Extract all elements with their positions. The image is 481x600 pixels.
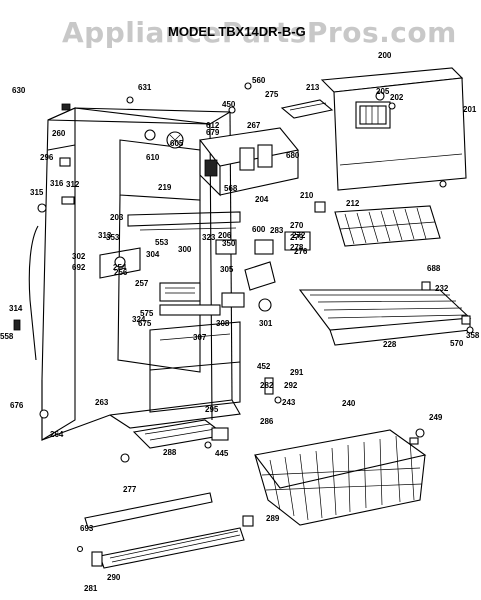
part-label-232: 232 — [435, 284, 449, 293]
part-label-267: 267 — [247, 121, 261, 130]
part-label-316: 316 — [50, 179, 64, 188]
part-label-610: 610 — [146, 153, 160, 162]
part-label-612: 612 — [206, 121, 220, 130]
part-label-213: 213 — [306, 83, 320, 92]
model-title: MODEL TBX14DR-B-G — [168, 24, 306, 39]
part-label-290: 290 — [107, 573, 121, 582]
part-number-labels: 200 201 202 203 204 205 206 210 212 213 219 228 232 2… — [0, 51, 480, 593]
part-label-278: 278 — [290, 243, 304, 252]
part-label-313: 313 — [98, 231, 112, 240]
part-label-292: 292 — [284, 381, 298, 390]
part-label-277: 277 — [123, 485, 137, 494]
part-label-558: 558 — [0, 332, 14, 341]
part-label-575: 575 — [140, 309, 154, 318]
part-label-264: 264 — [50, 430, 64, 439]
part-label-688: 688 — [427, 264, 441, 273]
crisper-wire-basket — [254, 429, 427, 526]
part-label-692: 692 — [72, 263, 86, 272]
part-label-249: 249 — [429, 413, 443, 422]
part-label-270: 270 — [290, 221, 304, 230]
part-label-212: 212 — [346, 199, 360, 208]
part-label-323: 323 — [202, 233, 216, 242]
part-label-288: 288 — [163, 448, 177, 457]
part-label-286: 286 — [260, 417, 274, 426]
part-label-302: 302 — [72, 252, 86, 261]
part-label-304: 304 — [146, 250, 160, 259]
part-label-279: 279 — [290, 233, 304, 242]
part-label-281: 281 — [84, 584, 98, 593]
part-label-204: 204 — [255, 195, 269, 204]
part-label-202: 202 — [390, 93, 404, 102]
part-label-452: 452 — [257, 362, 271, 371]
part-label-312: 312 — [66, 180, 80, 189]
part-label-283: 283 — [270, 226, 284, 235]
part-label-314: 314 — [9, 304, 23, 313]
part-label-228: 228 — [383, 340, 397, 349]
refrigerator-cabinet — [41, 107, 241, 441]
freezer-wire-shelf — [334, 205, 441, 247]
part-label-260: 260 — [52, 129, 66, 138]
part-label-570: 570 — [450, 339, 464, 348]
part-label-276: 276 — [294, 247, 308, 256]
part-label-291: 291 — [290, 368, 304, 377]
part-label-560: 560 — [252, 76, 266, 85]
part-label-210: 210 — [300, 191, 314, 200]
part-label-243: 243 — [282, 398, 296, 407]
freezer-door — [320, 67, 467, 191]
freezer-evaporator-assembly — [144, 127, 300, 197]
watermark-text: AppliancePartsPros.com — [62, 16, 457, 49]
part-label-307: 307 — [193, 333, 207, 342]
part-label-206: 206 — [218, 231, 232, 240]
part-label-631: 631 — [138, 83, 152, 92]
right-side-parts — [126, 82, 474, 445]
fresh-food-shelf — [298, 289, 472, 346]
part-label-296: 296 — [40, 153, 54, 162]
part-label-272: 272 — [292, 231, 306, 240]
part-label-324: 324 — [132, 315, 146, 324]
part-label-675: 675 — [138, 319, 152, 328]
part-label-200: 200 — [378, 51, 392, 60]
part-label-201: 201 — [463, 105, 477, 114]
part-label-600: 600 — [252, 225, 266, 234]
part-label-680: 680 — [286, 151, 300, 160]
part-label-630: 630 — [12, 86, 26, 95]
bottom-parts — [76, 419, 254, 569]
part-label-219: 219 — [158, 183, 172, 192]
part-label-605: 605 — [170, 139, 184, 148]
part-label-205: 205 — [376, 87, 390, 96]
part-label-308: 308 — [216, 319, 230, 328]
part-label-350: 350 — [222, 239, 236, 248]
part-label-676: 676 — [10, 401, 24, 410]
left-side-parts — [13, 103, 76, 419]
part-label-445: 445 — [215, 449, 229, 458]
part-label-305: 305 — [220, 265, 234, 274]
part-label-450: 450 — [222, 100, 236, 109]
part-label-679: 679 — [206, 128, 220, 137]
part-label-315: 315 — [30, 188, 44, 197]
part-label-203: 203 — [110, 213, 124, 222]
part-label-353: 353 — [106, 233, 120, 242]
part-label-289: 289 — [266, 514, 280, 523]
part-label-693: 693 — [80, 524, 94, 533]
part-label-254: 254 — [113, 263, 127, 272]
part-label-568: 568 — [224, 184, 238, 193]
part-label-295: 295 — [205, 405, 219, 414]
part-label-240: 240 — [342, 399, 356, 408]
part-label-257: 257 — [135, 279, 149, 288]
part-label-553: 553 — [155, 238, 169, 247]
part-label-275: 275 — [265, 90, 279, 99]
part-label-256: 256 — [114, 268, 128, 277]
part-label-263: 263 — [95, 398, 109, 407]
control-components — [99, 231, 311, 316]
part-label-301: 301 — [259, 319, 273, 328]
ice-tray — [280, 99, 334, 119]
part-label-358: 358 — [466, 331, 480, 340]
part-label-300: 300 — [178, 245, 192, 254]
part-label-282: 282 — [260, 381, 274, 390]
